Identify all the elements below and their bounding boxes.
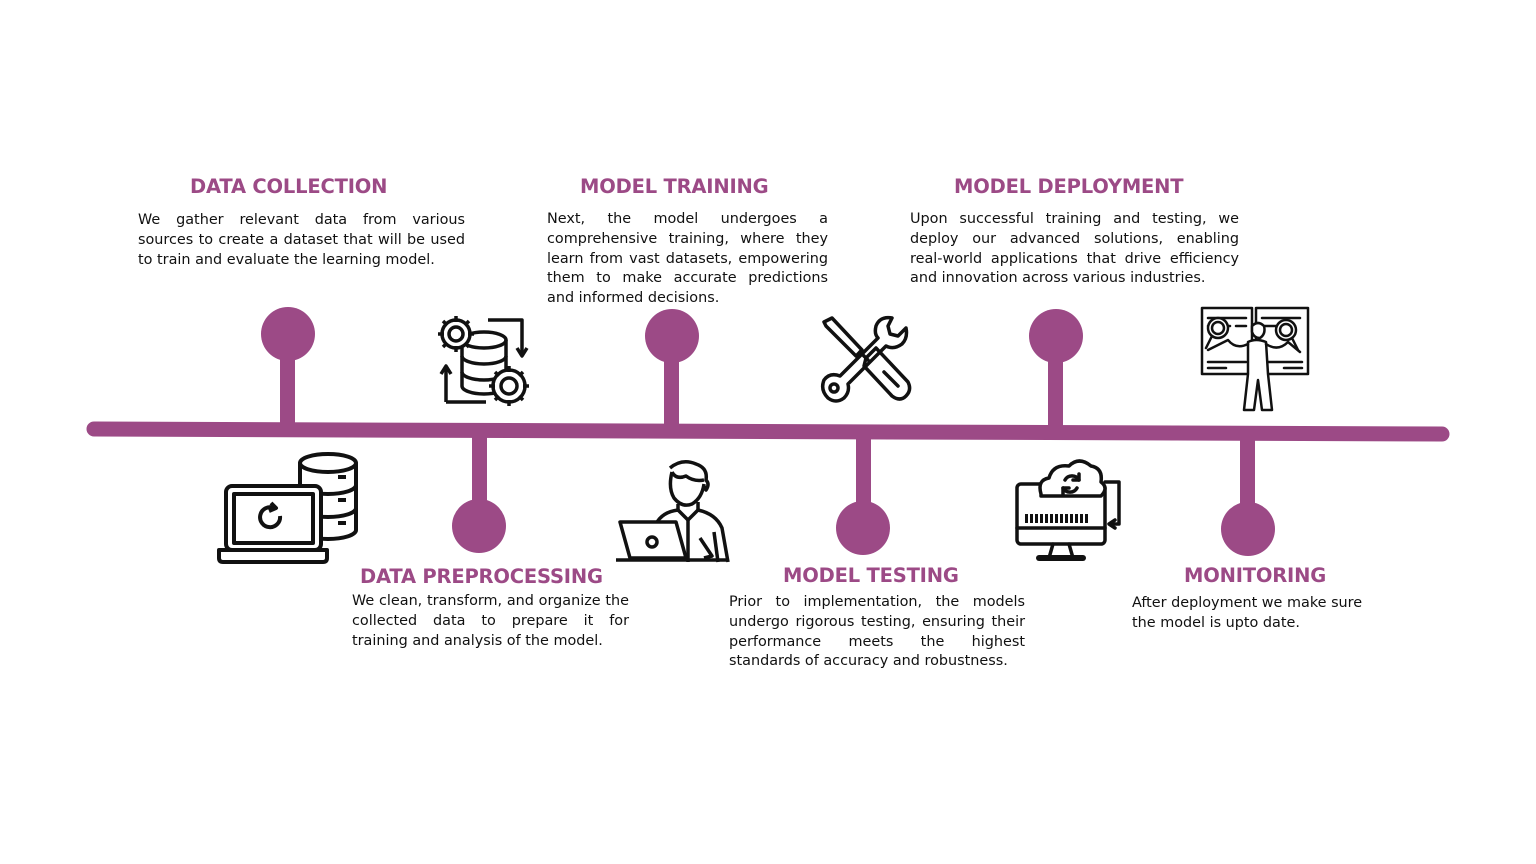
step-description-model-deployment: Upon successful training and testing, we… [910, 211, 1239, 287]
step-description-model-training: Next, the model undergoes a comprehensiv… [547, 211, 828, 307]
wrench-screwdriver-icon [820, 315, 912, 403]
step-description-data-preprocessing: We clean, transform, and organize the co… [352, 593, 629, 649]
timeline-bar [86, 421, 1450, 442]
timeline-node-model-testing [836, 432, 890, 555]
person-laptop-icon [616, 460, 730, 563]
step-description-data-collection: We gather relevant data from various sou… [138, 212, 465, 268]
timeline-node-model-training [645, 309, 699, 432]
timeline-node-data-preprocessing [452, 430, 506, 553]
step-title-monitoring: MONITORING [1184, 564, 1327, 587]
laptop-database-icon [217, 452, 358, 564]
step-title-model-testing: MODEL TESTING [783, 564, 959, 587]
cloud-monitor-icon [1015, 459, 1121, 561]
step-title-data-collection: DATA COLLECTION [190, 175, 388, 198]
analyst-magnifier-icon [1200, 306, 1310, 412]
step-title-model-training: MODEL TRAINING [580, 175, 769, 198]
step-description-monitoring: After deployment we make sure the model … [1132, 595, 1363, 631]
step-title-model-deployment: MODEL DEPLOYMENT [954, 175, 1184, 198]
step-description-model-testing: Prior to implementation, the models unde… [729, 594, 1025, 670]
timeline-node-data-collection [261, 307, 315, 430]
timeline-node-monitoring [1221, 433, 1275, 556]
timeline-node-model-deployment [1029, 309, 1083, 432]
step-title-data-preprocessing: DATA PREPROCESSING [360, 565, 603, 588]
gears-database-icon [438, 316, 529, 406]
